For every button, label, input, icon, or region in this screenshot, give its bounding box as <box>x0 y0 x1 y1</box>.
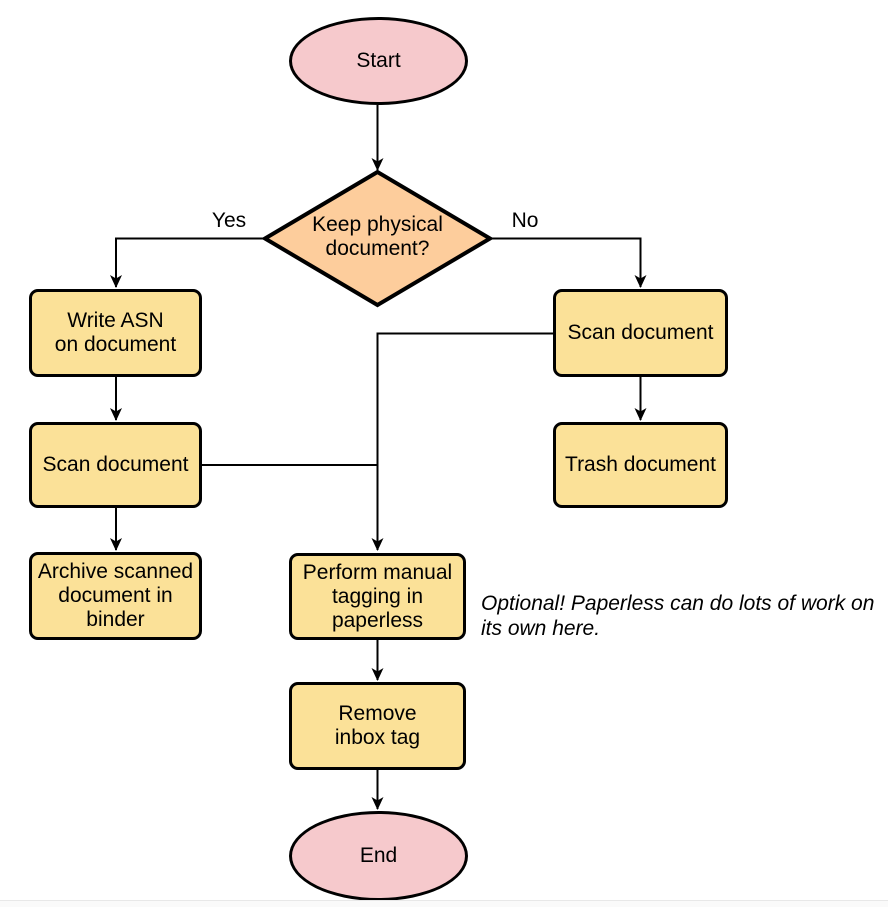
edge-label-no: No <box>511 209 539 232</box>
edge-decision-yes-to-write-asn <box>110 237 265 288</box>
decision-diamond-shape <box>261 169 494 308</box>
page-bottom-edge <box>0 900 888 907</box>
edge-decision-no-to-scan-right <box>490 237 647 288</box>
node-archive-scanned-label: Archive scanned document in binder <box>37 560 194 631</box>
node-trash-document-label: Trash document <box>565 453 716 476</box>
node-trash-document: Trash document <box>553 422 728 508</box>
node-start: Start <box>289 17 468 105</box>
edge-label-yes: Yes <box>211 209 247 232</box>
node-start-label: Start <box>356 49 401 72</box>
node-manual-tagging-label: Perform manual tagging in paperless <box>302 560 453 632</box>
node-scan-document-right: Scan document <box>553 289 728 377</box>
node-scan-document-right-label: Scan document <box>567 321 714 344</box>
node-write-asn-label: Write ASN on document <box>54 309 177 356</box>
node-write-asn: Write ASN on document <box>29 289 202 377</box>
node-end: End <box>289 811 468 901</box>
node-scan-document-left: Scan document <box>29 422 202 508</box>
node-scan-document-left-label: Scan document <box>42 453 189 476</box>
optional-note: Optional! Paperless can do lots of work … <box>481 592 875 640</box>
node-remove-inbox-tag-label: Remove inbox tag <box>334 702 421 749</box>
edge-scan-right-to-tagging <box>371 332 553 551</box>
node-end-label: End <box>359 844 398 867</box>
node-remove-inbox-tag: Remove inbox tag <box>289 682 466 770</box>
node-manual-tagging: Perform manual tagging in paperless <box>289 553 466 640</box>
node-archive-scanned: Archive scanned document in binder <box>29 552 202 640</box>
node-decision-label: Keep physical document? <box>312 213 443 260</box>
